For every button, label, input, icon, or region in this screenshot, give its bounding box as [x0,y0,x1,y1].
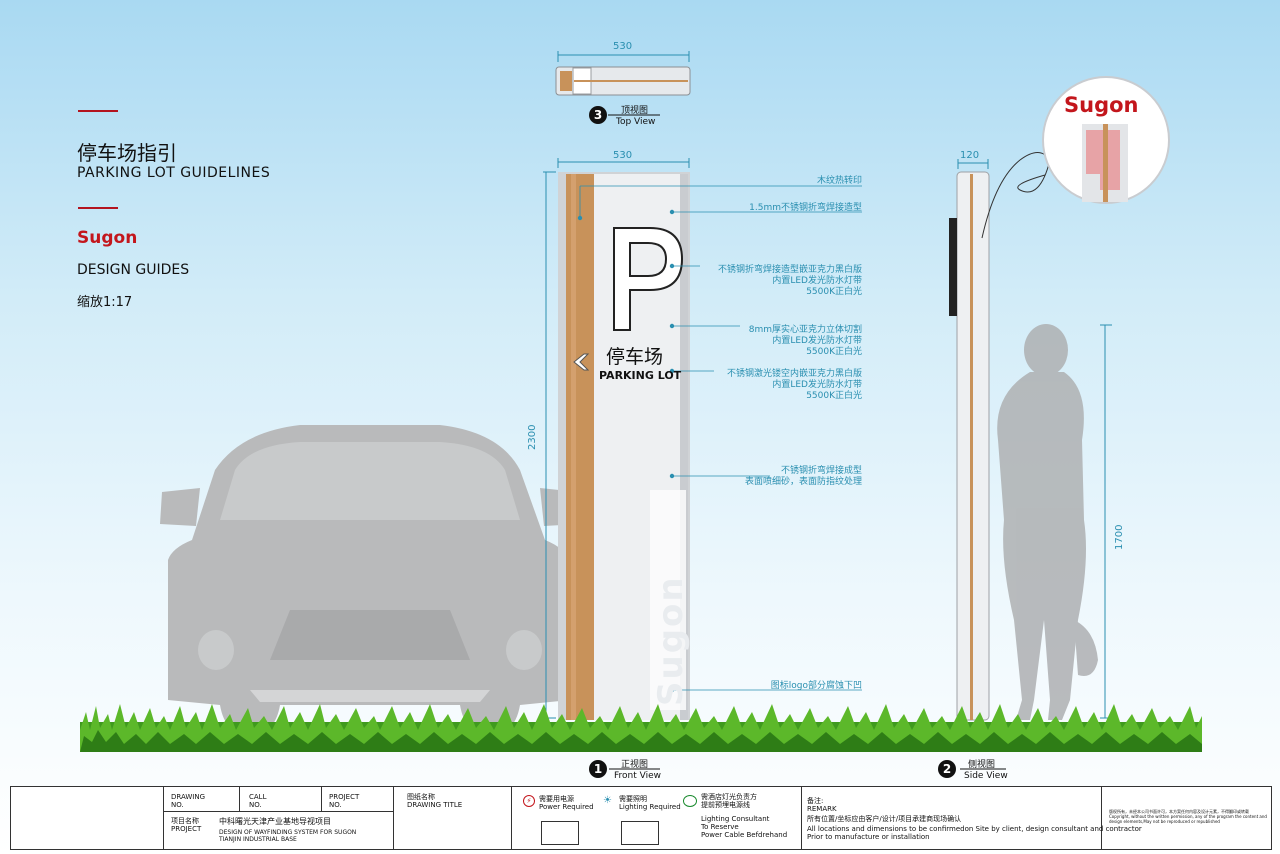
front-view-height: 2300 [527,424,538,450]
front-view-label-cn: 正视图 [621,760,649,770]
title-rule-top [78,110,118,112]
front-view [543,158,690,720]
side-view-width: 120 [960,150,980,161]
sign-text-cn: 停车场 [606,346,664,368]
cable-icon [683,795,697,807]
front-logo-text: Sugon [651,575,691,706]
tb-divider [321,787,322,811]
page-title-cn: 停车场指引 [77,141,177,165]
sign-text-en: PARKING LOT [599,369,682,382]
side-view-label-en: Side View [964,771,1008,781]
front-logo-emboss [650,490,686,710]
car-silhouette [160,425,580,735]
tb-consultant-cn: 需酒店灯光负责方 提前预埋电源线 [701,793,757,809]
side-view-number: 2 [938,760,956,778]
tb-remark-en: All locations and dimensions to be confi… [807,825,1142,841]
title-rule-bottom [78,207,118,209]
grass [80,704,1202,752]
tb-copyright: 版权所有，未经本公司书面许可，本方案任何内容及设计元素，不得翻印或转载 Copy… [1109,809,1267,824]
annotation-finish: 不锈钢折弯焊接成型 表面喷细砂，表面防指纹处理 [744,466,862,487]
tb-remark: 备注: REMARK [807,797,837,813]
front-view-width: 530 [613,150,633,161]
side-view-label-cn: 侧视图 [968,760,996,770]
logo-detail [1042,76,1170,204]
tb-project-en: DESIGN OF WAYFINDING SYSTEM FOR SUGON TI… [219,829,357,843]
lighting-icon: ☀ [603,795,612,806]
annotation-acrylic-panel: 不锈钢折弯焊接造型嵌亚克力黑白版 内置LED发光防水灯带 5500K正白光 [717,265,862,297]
power-checkbox [541,821,579,845]
drawing-canvas [80,51,1202,770]
tb-divider [393,787,394,849]
tb-divider [239,787,240,811]
design-guides-label: DESIGN GUIDES [77,262,190,278]
tb-project-no: PROJECT NO. [329,793,360,809]
logo-detail-brand: Sugon [1064,93,1139,117]
tb-row-line [163,811,393,812]
tb-drawing-no: DRAWING NO. [171,793,206,809]
tb-call-no: CALL NO. [249,793,267,809]
side-view-height: 1700 [1114,524,1125,550]
tb-divider [511,787,512,849]
title-block: DRAWING NO. CALL NO. PROJECT NO. 项目名称 PR… [10,786,1272,850]
annotation-logo-etch: 图标logo部分腐蚀下凹 [770,681,862,691]
tb-divider [1101,787,1102,849]
tb-divider [163,787,164,849]
side-view [949,152,1112,721]
tb-project-label: 项目名称 PROJECT [171,817,202,833]
top-view-number: 3 [589,106,607,124]
scale-label: 缩放1:17 [77,295,133,310]
front-view-number: 1 [589,760,607,778]
lighting-checkbox [621,821,659,845]
tb-project-cn: 中科曙光天津产业基地导视项目 [219,817,331,826]
top-view-width: 530 [613,41,633,52]
power-icon: ⚡ [523,795,535,807]
tb-power: 需要用电源 Power Required [539,795,594,811]
tb-divider [801,787,802,849]
tb-consultant-en: Lighting Consultant To Reserve Power Cab… [701,815,788,839]
annotation-laser: 不锈钢激光镂空内嵌亚克力黑白版 内置LED发光防水灯带 5500K正白光 [726,369,862,401]
top-view-label-cn: 顶视图 [621,106,649,116]
annotation-leaders [577,185,862,693]
page-title-en: PARKING LOT GUIDELINES [77,165,271,181]
annotation-steel: 1.5mm不锈钢折弯焊接造型 [749,203,862,213]
front-view-label-en: Front View [614,771,661,781]
brand-logo: Sugon [77,228,138,248]
annotation-acrylic-3d: 8mm厚实心亚克力立体切割 内置LED发光防水灯带 5500K正白光 [748,325,862,357]
woman-silhouette [997,324,1098,720]
top-view [555,51,691,96]
tb-remark-cn: 所有位置/坐标应由客户/设计/项目承建商现场确认 [807,815,962,823]
tb-lighting: 需要照明 Lighting Required [619,795,681,811]
top-view-label-en: Top View [616,117,656,127]
tb-drawing-title: 图纸名称 DRAWING TITLE [407,793,463,809]
annotation-wood: 木纹热转印 [816,176,862,186]
